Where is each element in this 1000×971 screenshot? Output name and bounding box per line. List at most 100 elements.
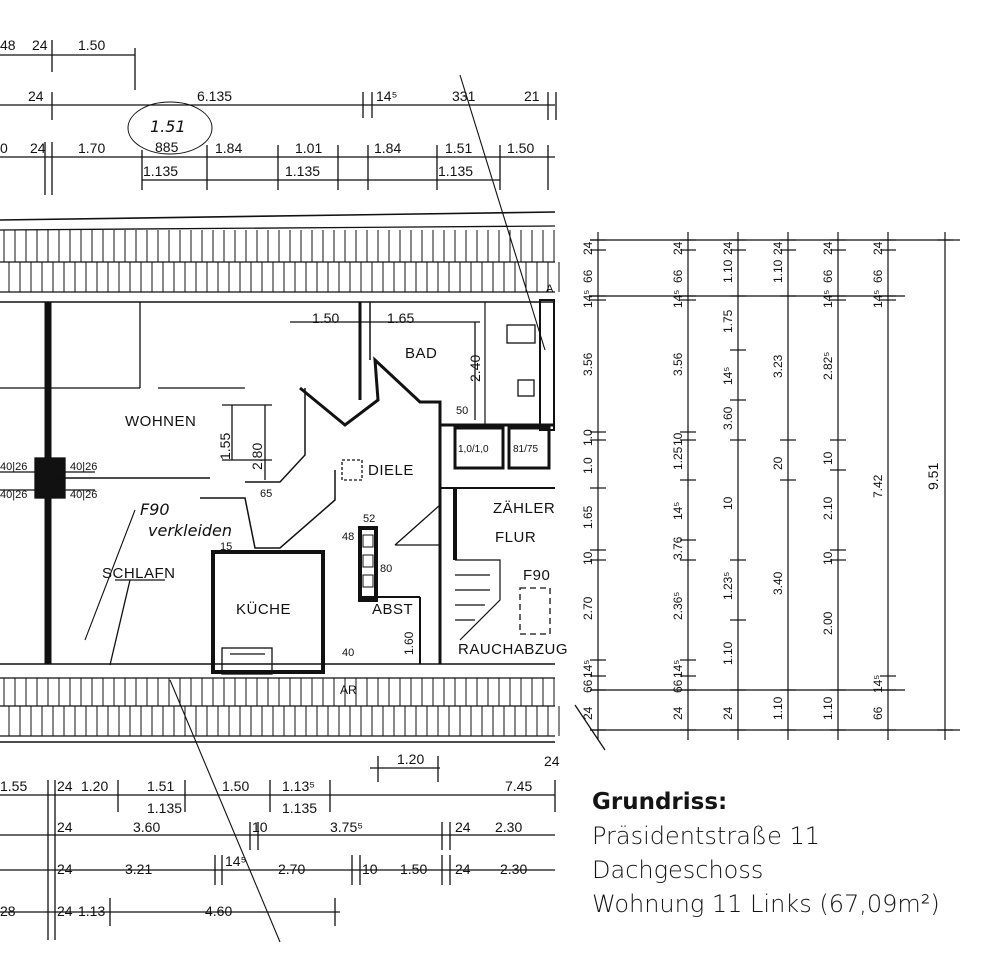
dim-b5b: 24	[57, 903, 73, 919]
dim-ar: AR	[340, 683, 357, 697]
side-dim-label: 14⁵	[581, 290, 595, 308]
dim-b2b: 1.135	[282, 800, 317, 816]
room-rauchabzug: RAUCHABZUG	[458, 641, 568, 658]
dim-top-r1b: 24	[32, 37, 48, 53]
dim-b4f: 1.50	[400, 861, 427, 877]
dim-s48: 48	[342, 531, 354, 543]
dim-b1a: 1.55	[0, 778, 27, 794]
caption-title: Grundriss:	[592, 789, 728, 815]
dim-b1e: 1.50	[222, 778, 249, 794]
side-dim-label: 10	[581, 551, 595, 565]
side-dim-label: 14⁵	[871, 290, 885, 308]
dim-top-r4c: 1.135	[438, 163, 473, 179]
dim-wohn-h1: 1.55	[217, 433, 233, 460]
side-dim-label: 3.76	[671, 536, 685, 560]
side-dim-label: 24	[581, 241, 595, 255]
dim-top-r2e: 21	[524, 88, 540, 104]
dim-b2a: 1.135	[147, 800, 182, 816]
dim-b3f: 2.30	[495, 819, 522, 835]
side-dim-label: 24	[671, 706, 685, 720]
side-dim-label: 2.10	[821, 496, 835, 520]
dim-b1g: 7.45	[505, 778, 532, 794]
side-dim-label: 66	[821, 269, 835, 283]
dim-wohn-h2: 2.80	[249, 443, 265, 470]
caption-block: Grundriss: Präsidentstraße 11 Dachgescho…	[592, 786, 992, 921]
dim-p4: 40|26	[70, 489, 97, 501]
dim-b4a: 24	[57, 861, 73, 877]
dim-top-r1a: 48	[0, 37, 16, 53]
side-dim-label: 10	[721, 496, 735, 510]
dim-top-r2b: 6.135	[197, 88, 232, 104]
dim-top-r3g: 1.51	[445, 140, 472, 156]
dim-b4c: 14⁵	[225, 853, 246, 869]
dim-b5a: 28	[0, 903, 16, 919]
side-dim-label: 1.0	[581, 457, 595, 474]
dim-b1b: 24	[57, 778, 73, 794]
room-kueche: KÜCHE	[236, 600, 291, 618]
side-dim-label: 66	[871, 269, 885, 283]
dim-b4g: 24	[455, 861, 471, 877]
side-dim-label: 1.0	[581, 429, 595, 446]
dim-b3b: 3.60	[133, 819, 160, 835]
room-flur: FLUR	[495, 529, 536, 546]
side-dim-label: 24	[771, 241, 785, 255]
dim-s80: 80	[380, 563, 392, 575]
dim-side-total: 9.51	[925, 463, 941, 490]
dim-s52: 52	[363, 513, 375, 525]
room-diele: DIELE	[368, 462, 414, 479]
side-dim-label: 14⁵	[581, 660, 595, 678]
room-schlafn: SCHLAFN	[102, 565, 176, 582]
side-dim-label: 24	[821, 241, 835, 255]
note-circled: 1.51	[150, 117, 186, 136]
side-dim-label: 3.60	[721, 406, 735, 430]
caption-address: Präsidentstraße 11	[592, 822, 821, 850]
dim-s65: 65	[260, 488, 272, 500]
side-dim-label: 66	[581, 269, 595, 283]
room-bad: BAD	[405, 345, 437, 362]
dim-top-r3e: 1.01	[295, 140, 322, 156]
dim-p3: 40|26	[0, 489, 27, 501]
side-dim-label: 1.75	[721, 309, 735, 333]
side-dim-label: 66	[671, 679, 685, 693]
side-dim-label: 10	[671, 432, 685, 446]
side-dim-label: 24	[671, 241, 685, 255]
dim-top-r1c: 1.50	[78, 37, 105, 53]
side-dim-label: 10	[821, 551, 835, 565]
dim-top-r4a: 1.135	[143, 163, 178, 179]
side-dim-label: 3.56	[581, 352, 595, 376]
dim-b4h: 2.30	[500, 861, 527, 877]
dim-top-r3c: 1.70	[78, 140, 105, 156]
side-dim-label: 1.10	[721, 259, 735, 283]
side-dim-label: 24	[871, 241, 885, 255]
dim-b0: 1.20	[397, 751, 424, 767]
dim-b3c: 10	[252, 819, 268, 835]
dim-b5c: 1.13	[78, 903, 105, 919]
dim-bad-h: 2.40	[467, 355, 483, 382]
dim-bad-w1: 1.50	[312, 310, 339, 326]
note-verkleiden: verkleiden	[148, 521, 232, 540]
dim-top-r3h: 1.50	[507, 140, 534, 156]
side-dim-label: 1.10	[771, 696, 785, 720]
dim-top-r3b: 24	[30, 140, 46, 156]
side-dim-label: 14⁵	[871, 675, 885, 693]
side-dim-label: 24	[581, 706, 595, 720]
dim-b3a: 24	[57, 819, 73, 835]
side-dim-label: 2.00	[821, 611, 835, 635]
side-dim-label: 66	[671, 269, 685, 283]
side-dim-label: 1.25	[671, 446, 685, 470]
dim-top-r2a: 24	[28, 88, 44, 104]
side-dim-label: 7.42	[871, 474, 885, 498]
side-dim-label: 1.10	[721, 641, 735, 665]
dim-top-r4b: 1.135	[285, 163, 320, 179]
dim-s40: 40	[342, 647, 354, 659]
dim-s50: 50	[456, 405, 468, 417]
dim-p1: 40|26	[0, 461, 27, 473]
side-dim-label: 1.23⁵	[721, 572, 735, 600]
dim-b3e: 24	[455, 819, 471, 835]
side-dim-label: 14⁵	[671, 660, 685, 678]
dim-top-r3f: 1.84	[374, 140, 401, 156]
dim-b4e: 10	[362, 861, 378, 877]
side-dim-label: 14⁵	[721, 367, 735, 385]
side-dim-label: 3.23	[771, 354, 785, 378]
